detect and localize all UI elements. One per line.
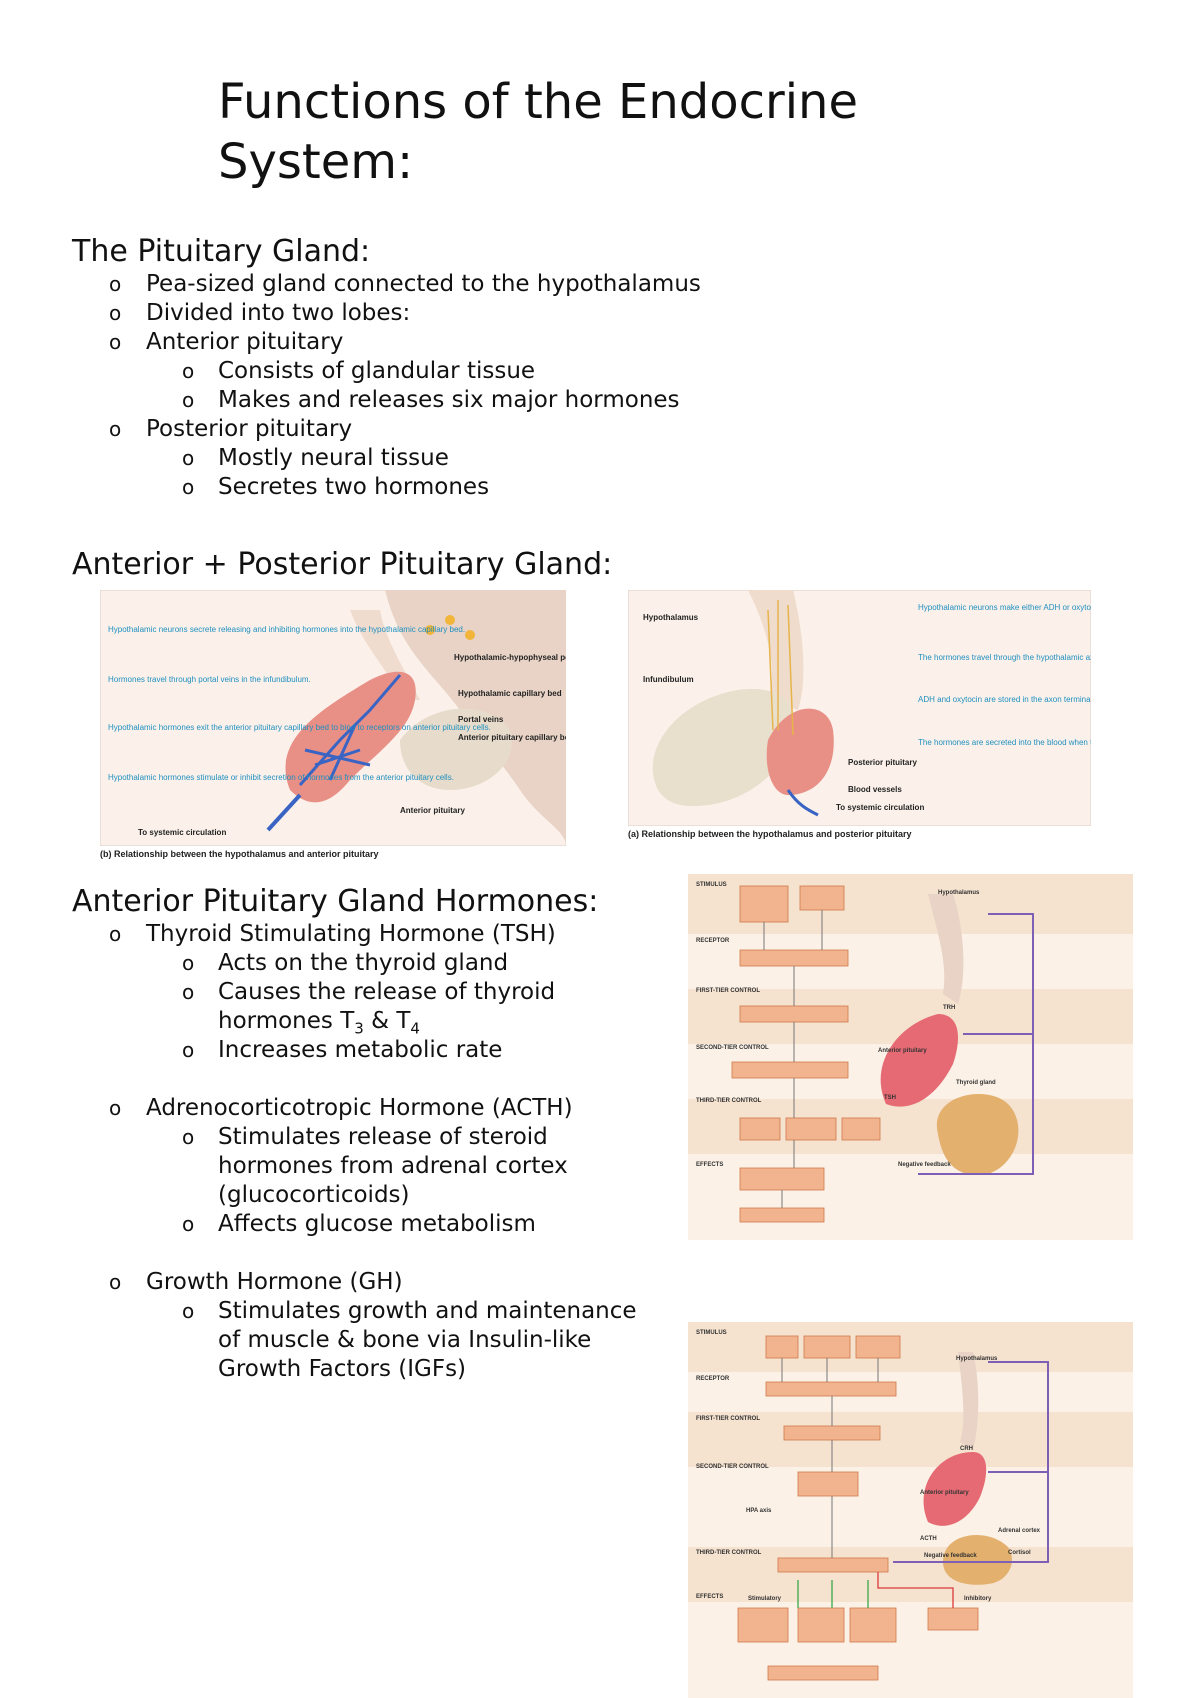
row-label: RECEPTOR: [696, 938, 730, 944]
label: HPA axis: [746, 1508, 772, 1514]
bullet-icon: o: [182, 475, 195, 499]
bullet-icon: o: [109, 1096, 122, 1120]
label: Negative feedback: [898, 1162, 951, 1168]
bullet-icon: o: [182, 1038, 195, 1062]
row-label: FIRST-TIER CONTROL: [696, 1416, 760, 1422]
label-blood-vessels: Blood vessels: [848, 785, 902, 794]
row-label: THIRD-TIER CONTROL: [696, 1098, 762, 1104]
label-capillary-bed: Hypothalamic capillary bed: [458, 689, 562, 698]
section-heading-ant-post: Anterior + Posterior Pituitary Gland:: [72, 547, 613, 582]
bullet-icon: o: [109, 1270, 122, 1294]
label-hypothalamus: Hypothalamus: [643, 613, 699, 622]
label-infundibulum: Infundibulum: [643, 675, 694, 684]
caption-left: (b) Relationship between the hypothalamu…: [100, 849, 379, 859]
figure-posterior-pituitary: Hypothalamus Infundibulum Posterior pitu…: [628, 590, 1091, 826]
note-r3: ADH and oxytocin are stored in the axon …: [918, 695, 1091, 704]
page-title: Functions of the Endocrine System:: [218, 74, 858, 190]
note-4: Hypothalamic hormones stimulate or inhib…: [108, 773, 454, 782]
label: Stimulatory: [748, 1596, 782, 1602]
bullet-icon: o: [109, 417, 122, 441]
label: Anterior pituitary: [920, 1490, 969, 1496]
row-label: EFFECTS: [696, 1594, 723, 1600]
bullet-icon: o: [182, 388, 195, 412]
bullet-icon: o: [109, 272, 122, 296]
section-heading-ant-hormones: Anterior Pituitary Gland Hormones:: [72, 884, 599, 919]
note-3: Hypothalamic hormones exit the anterior …: [108, 723, 491, 732]
label-posterior-pituitary: Posterior pituitary: [848, 758, 917, 767]
bullet-icon: o: [182, 359, 195, 383]
note-2: Hormones travel through portal veins in …: [108, 675, 311, 684]
bullet-icon: o: [182, 446, 195, 470]
row-label: RECEPTOR: [696, 1376, 730, 1382]
row-label: SECOND-TIER CONTROL: [696, 1045, 769, 1051]
bullet-icon: o: [182, 951, 195, 975]
label-portal-system: Hypothalamic-hypophyseal portal system:: [454, 653, 566, 662]
label-systemic-right: To systemic circulation: [836, 803, 924, 812]
figure-anterior-pituitary: Hypothalamic neurons secrete releasing a…: [100, 590, 566, 846]
row-label: STIMULUS: [696, 1330, 727, 1336]
label: Anterior pituitary: [878, 1048, 927, 1054]
label-portal-veins: Portal veins: [458, 715, 504, 724]
bullet-icon: o: [182, 1299, 195, 1323]
row-label: STIMULUS: [696, 882, 727, 888]
label: Hypothalamus: [956, 1356, 998, 1362]
bullet-icon: o: [109, 330, 122, 354]
bullet-icon: o: [182, 1125, 195, 1149]
label-ant-capillary-bed: Anterior pituitary capillary bed: [458, 733, 566, 742]
note-1: Hypothalamic neurons secrete releasing a…: [108, 625, 465, 634]
label: ACTH: [920, 1536, 937, 1542]
label: TSH: [884, 1095, 896, 1101]
note-r4: The hormones are secreted into the blood…: [918, 738, 1091, 747]
row-label: EFFECTS: [696, 1162, 723, 1168]
note-r1: Hypothalamic neurons make either ADH or …: [918, 603, 1091, 612]
row-label: THIRD-TIER CONTROL: [696, 1550, 762, 1556]
label: Adrenal cortex: [998, 1528, 1041, 1534]
label: Inhibitory: [964, 1596, 992, 1602]
bullet-icon: o: [109, 922, 122, 946]
caption-right: (a) Relationship between the hypothalamu…: [628, 829, 912, 839]
label: Negative feedback: [924, 1553, 977, 1559]
flowchart-tsh: STIMULUS RECEPTOR FIRST-TIER CONTROL SEC…: [688, 874, 1133, 1240]
label-anterior-pituitary: Anterior pituitary: [400, 806, 465, 815]
label: Cortisol: [1008, 1550, 1031, 1556]
note-r2: The hormones travel through the hypothal…: [918, 653, 1091, 662]
label-systemic: To systemic circulation: [138, 828, 226, 837]
row-label: FIRST-TIER CONTROL: [696, 988, 760, 994]
flowchart-acth: STIMULUS RECEPTOR FIRST-TIER CONTROL SEC…: [688, 1322, 1133, 1698]
bullet-icon: o: [109, 301, 122, 325]
label: TRH: [943, 1005, 955, 1011]
label: Hypothalamus: [938, 890, 980, 896]
label: Thyroid gland: [956, 1080, 996, 1086]
section-heading-pituitary: The Pituitary Gland:: [72, 234, 371, 269]
bullet-icon: o: [182, 1212, 195, 1236]
row-label: SECOND-TIER CONTROL: [696, 1464, 769, 1470]
label: CRH: [960, 1446, 973, 1452]
bullet-icon: o: [182, 980, 195, 1004]
